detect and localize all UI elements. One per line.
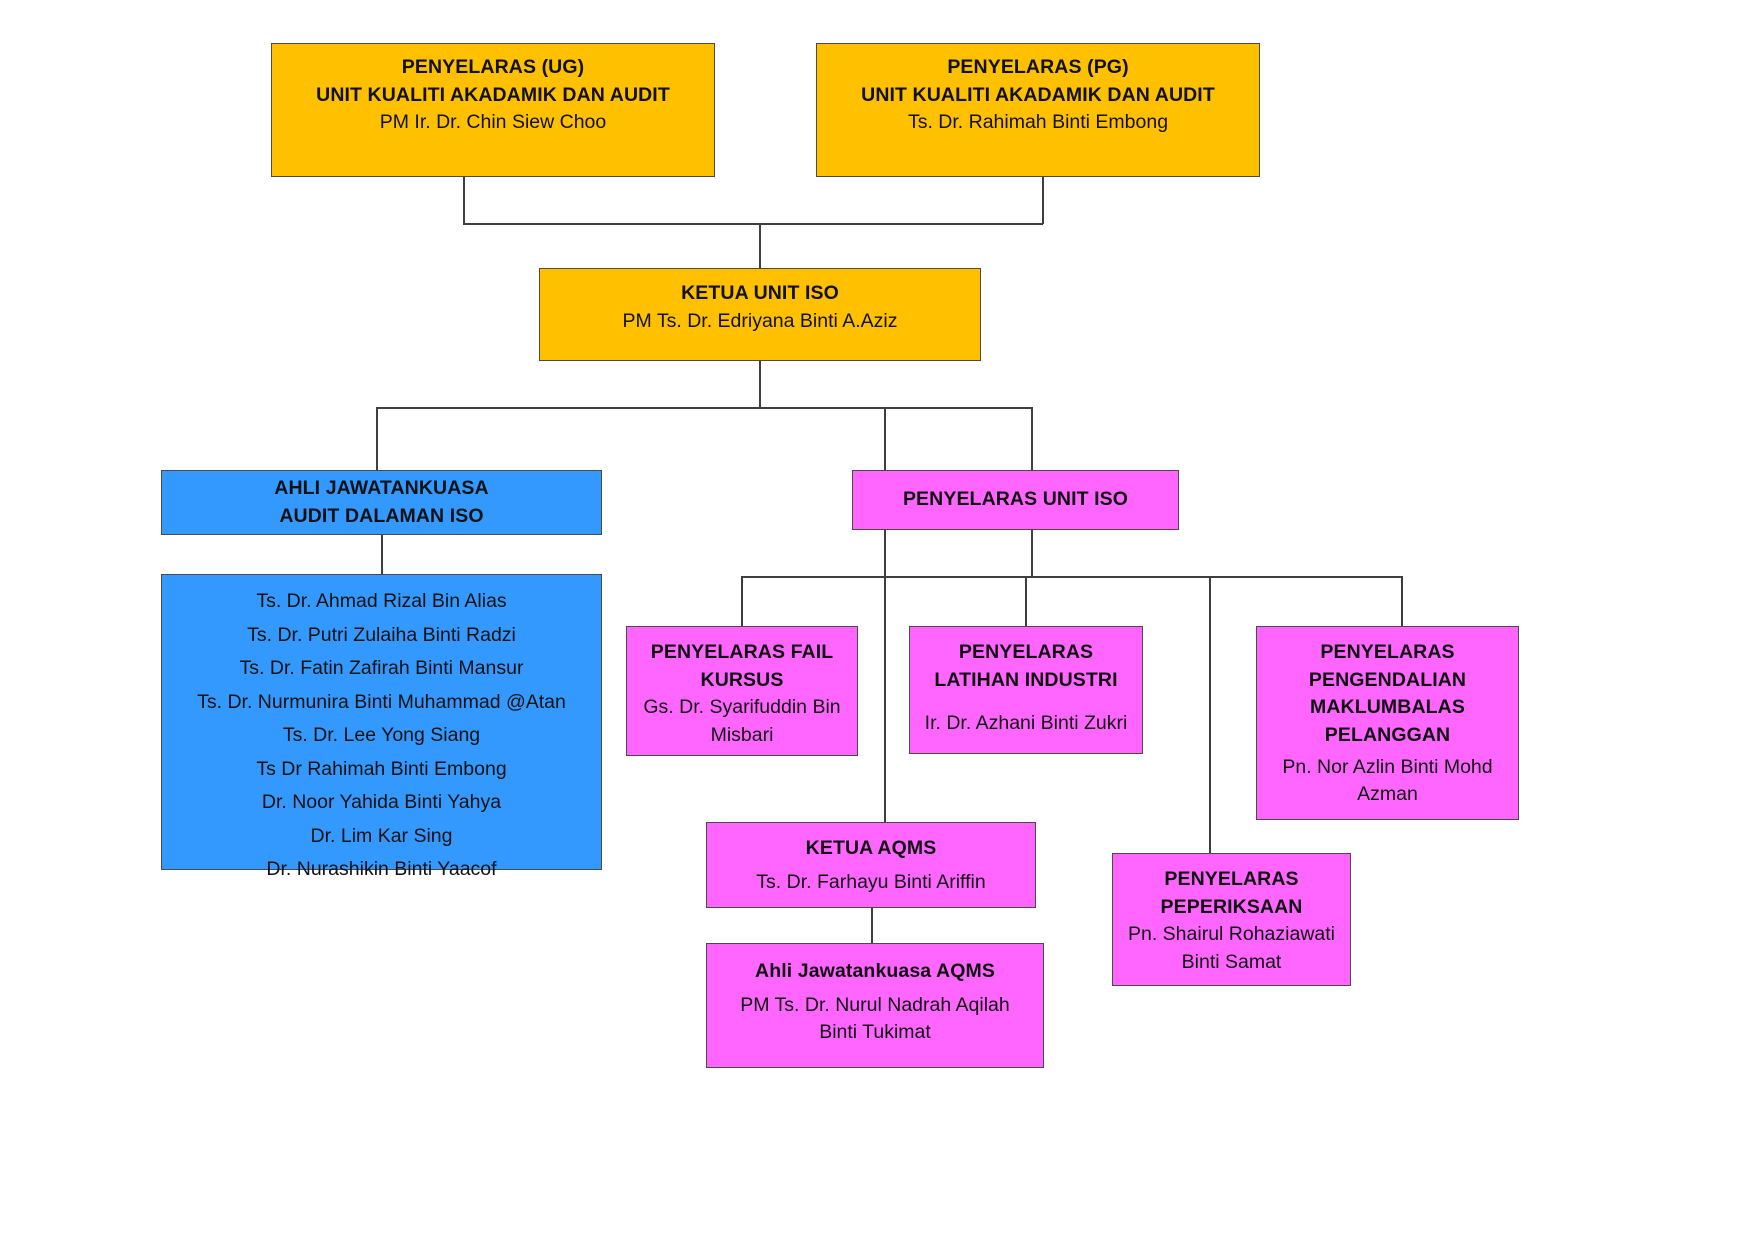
- latihan-industri-title-line2: LATIHAN INDUSTRI: [934, 668, 1118, 691]
- ketua-unit-iso-person: PM Ts. Dr. Edriyana Binti A.Aziz: [622, 309, 898, 332]
- penyelaras-pg-person: Ts. Dr. Rahimah Binti Embong: [907, 111, 1169, 134]
- penyelaras-ug-title-line2: UNIT KUALITI AKADAMIK DAN AUDIT: [316, 83, 670, 106]
- connector-to-latihan-industri: [1025, 576, 1027, 626]
- connector-to-maklumbalas: [1401, 576, 1403, 626]
- connector-level2-horizontal: [376, 407, 1032, 409]
- node-penyelaras-ug[interactable]: PENYELARAS (UG) UNIT KUALITI AKADAMIK DA…: [271, 43, 715, 177]
- connector-top-horizontal: [463, 223, 1043, 225]
- node-penyelaras-maklumbalas[interactable]: PENYELARAS PENGENDALIAN MAKLUMBALAS PELA…: [1256, 626, 1519, 820]
- penyelaras-ug-title-line1: PENYELARAS (UG): [401, 56, 585, 78]
- maklumbalas-title-line2: PENGENDALIAN: [1308, 668, 1467, 691]
- penyelaras-pg-title-line2: UNIT KUALITI AKADAMIK DAN AUDIT: [861, 83, 1215, 106]
- connector-audit-to-members: [381, 535, 383, 574]
- node-ahli-jawatankuasa-aqms[interactable]: Ahli Jawatankuasa AQMS PM Ts. Dr. Nurul …: [706, 943, 1044, 1068]
- connector-ug-down: [463, 177, 465, 224]
- node-penyelaras-fail-kursus[interactable]: PENYELARAS FAIL KURSUS Gs. Dr. Syarifudd…: [626, 626, 858, 756]
- node-penyelaras-unit-iso[interactable]: PENYELARAS UNIT ISO: [852, 470, 1179, 530]
- list-item: Ts. Dr. Nurmunira Binti Muhammad @Atan: [197, 690, 566, 713]
- connector-aqms-to-members: [871, 908, 873, 943]
- penyelaras-ug-person: PM Ir. Dr. Chin Siew Choo: [379, 111, 607, 134]
- penyelaras-unit-iso-title: PENYELARAS UNIT ISO: [902, 488, 1129, 511]
- maklumbalas-title-line3: MAKLUMBALAS: [1310, 696, 1465, 719]
- fail-kursus-title-line1: PENYELARAS FAIL: [650, 641, 834, 663]
- peperiksaan-person: Pn. Shairul Rohaziawati Binti Samat: [1127, 923, 1336, 974]
- connector-unit-iso-right-down: [1031, 530, 1033, 578]
- connector-to-penyelaras-unit: [884, 407, 886, 470]
- audit-committee-title-line2: AUDIT DALAMAN ISO: [279, 504, 484, 527]
- fail-kursus-title-line2: KURSUS: [700, 668, 784, 691]
- peperiksaan-title-line1: PENYELARAS: [1164, 868, 1299, 890]
- node-penyelaras-pg[interactable]: PENYELARAS (PG) UNIT KUALITI AKADAMIK DA…: [816, 43, 1260, 177]
- list-item: Dr. Nurashikin Binti Yaacof: [266, 858, 497, 881]
- ketua-unit-iso-title: KETUA UNIT ISO: [681, 282, 839, 304]
- node-penyelaras-latihan-industri[interactable]: PENYELARAS LATIHAN INDUSTRI Ir. Dr. Azha…: [909, 626, 1143, 754]
- connector-level3-horizontal: [741, 576, 1402, 578]
- penyelaras-pg-title-line1: PENYELARAS (PG): [947, 56, 1129, 78]
- audit-committee-title-line1: AHLI JAWATANKUASA: [274, 476, 489, 499]
- connector-to-peperiksaan: [1209, 576, 1211, 853]
- connector-to-audit-committee: [376, 407, 378, 470]
- list-item: Ts Dr Rahimah Binti Embong: [256, 757, 507, 780]
- connector-unit-iso-down: [884, 530, 886, 822]
- latihan-industri-title-line1: PENYELARAS: [958, 641, 1094, 663]
- node-ketua-unit-iso[interactable]: KETUA UNIT ISO PM Ts. Dr. Edriyana Binti…: [539, 268, 981, 361]
- list-item: Ts. Dr. Putri Zulaiha Binti Radzi: [247, 623, 516, 646]
- latihan-industri-person: Ir. Dr. Azhani Binti Zukri: [924, 712, 1128, 735]
- list-item: Ts. Dr. Ahmad Rizal Bin Alias: [256, 590, 507, 612]
- connector-ketua-down: [759, 361, 761, 408]
- ketua-aqms-person: Ts. Dr. Farhayu Binti Ariffin: [756, 870, 986, 893]
- connector-to-fail-kursus: [741, 576, 743, 626]
- connector-pg-down: [1042, 177, 1044, 224]
- node-ahli-jawatankuasa-audit[interactable]: AHLI JAWATANKUASA AUDIT DALAMAN ISO: [161, 470, 602, 535]
- node-ketua-aqms[interactable]: KETUA AQMS Ts. Dr. Farhayu Binti Ariffin: [706, 822, 1036, 908]
- connector-to-ketua-unit-iso: [759, 223, 761, 268]
- node-penyelaras-peperiksaan[interactable]: PENYELARAS PEPERIKSAAN Pn. Shairul Rohaz…: [1112, 853, 1351, 986]
- node-audit-members-list[interactable]: Ts. Dr. Ahmad Rizal Bin Alias Ts. Dr. Pu…: [161, 574, 602, 880]
- list-item: Dr. Lim Kar Sing: [310, 824, 453, 847]
- connector-level2-right-stub: [1031, 407, 1033, 470]
- maklumbalas-title-line1: PENYELARAS: [1320, 641, 1455, 663]
- maklumbalas-person: Pn. Nor Azlin Binti Mohd Azman: [1282, 755, 1493, 806]
- fail-kursus-person: Gs. Dr. Syarifuddin Bin Misbari: [643, 696, 841, 747]
- ahli-aqms-title: Ahli Jawatankuasa AQMS: [755, 960, 995, 982]
- ketua-aqms-title: KETUA AQMS: [805, 837, 937, 859]
- list-item: Dr. Noor Yahida Binti Yahya: [261, 791, 502, 814]
- maklumbalas-title-line4: PELANGGAN: [1324, 724, 1451, 747]
- list-item: Ts. Dr. Fatin Zafirah Binti Mansur: [239, 657, 524, 680]
- peperiksaan-title-line2: PEPERIKSAAN: [1160, 895, 1303, 918]
- list-item: Ts. Dr. Lee Yong Siang: [282, 724, 481, 747]
- ahli-aqms-person: PM Ts. Dr. Nurul Nadrah Aqilah Binti Tuk…: [740, 993, 1010, 1044]
